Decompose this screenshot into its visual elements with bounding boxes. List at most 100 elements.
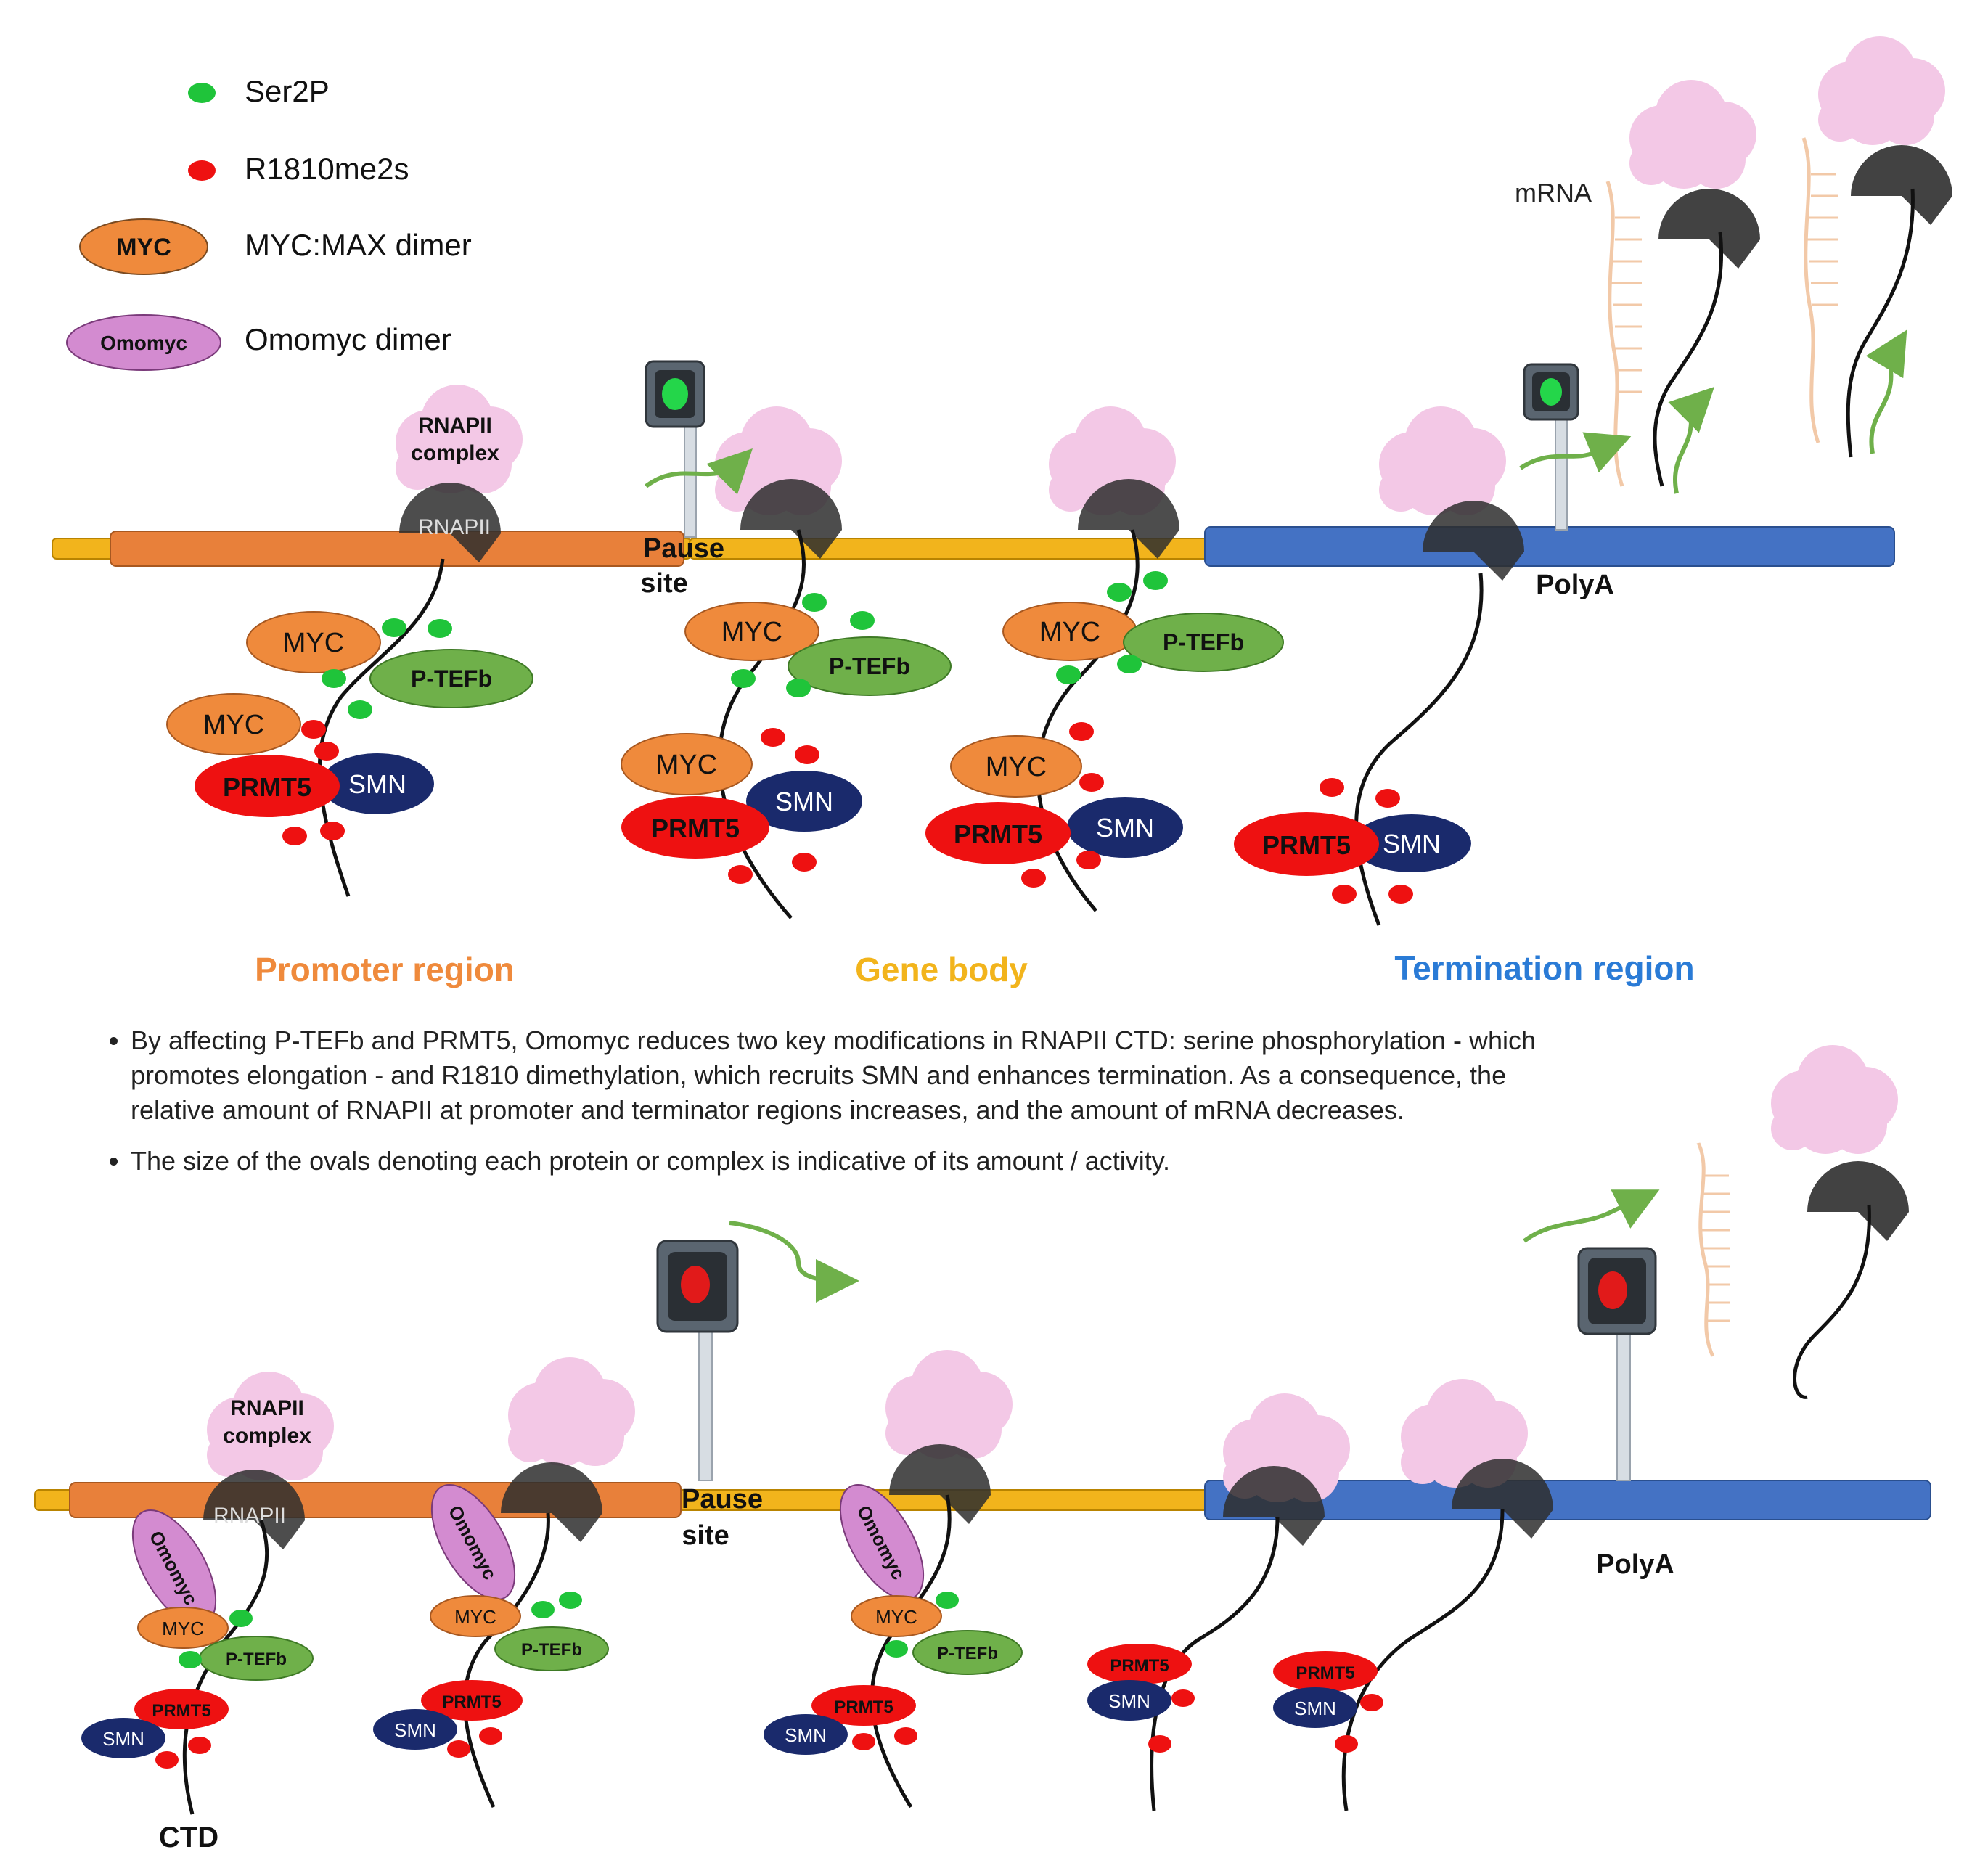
top-factor-group-2: MYC P-TEFb MYC SMN PRMT5 [621, 593, 952, 884]
legend-r1810-label: R1810me2s [245, 152, 409, 186]
myc-label: MYC [1039, 617, 1100, 647]
polymerase-icon [1658, 189, 1760, 269]
ptefb-label: P-TEFb [226, 1650, 287, 1669]
top-polya-label: PolyA [1536, 570, 1614, 600]
prmt5-label: PRMT5 [1262, 830, 1351, 860]
region-promoter-label: Promoter region [255, 951, 515, 988]
traffic-light-green-icon [1523, 363, 1579, 531]
mrna-strand-icon [1804, 138, 1818, 443]
rnapii-complex-cloud-icon [1379, 406, 1506, 515]
polymerase-icon [1851, 145, 1952, 225]
prmt5-label: PRMT5 [834, 1697, 893, 1717]
myc-label: MYC [203, 710, 264, 740]
ptefb-label: P-TEFb [411, 665, 492, 692]
bottom-termination-bar [1204, 1480, 1931, 1520]
mrna-rungs [1611, 173, 1838, 393]
bottom-complex-label-1: RNAPII [230, 1396, 304, 1420]
top-factor-group-1: MYC P-TEFb MYC SMN PRMT5 [166, 611, 533, 845]
legend-myc-desc: MYC:MAX dimer [245, 228, 472, 262]
region-gene-body-label: Gene body [855, 951, 1028, 988]
traffic-light-green-icon [645, 360, 705, 538]
top-promoter-bar [110, 531, 684, 567]
smn-label: SMN [1096, 813, 1154, 843]
rnapii-complex-cloud-icon [1629, 80, 1756, 189]
bottom-rnapii-label: RNAPII [213, 1504, 286, 1528]
smn-label: SMN [394, 1719, 436, 1741]
top-termination-bar [1204, 526, 1895, 567]
smn-label: SMN [1294, 1697, 1336, 1719]
bullet-item: By affecting P-TEFb and PRMT5, Omomyc re… [131, 1023, 1597, 1128]
legend-ser2p-label: Ser2P [245, 74, 330, 108]
rnapii-complex-cloud-icon [508, 1357, 635, 1466]
prmt5-label: PRMT5 [152, 1701, 210, 1721]
smn-label: SMN [102, 1728, 144, 1750]
rnapii-complex-cloud-icon [1818, 36, 1945, 145]
r1810-legend-dot [188, 160, 216, 181]
mrna-rungs [1701, 1174, 1730, 1322]
prmt5-label: PRMT5 [954, 819, 1042, 849]
prmt5-label: PRMT5 [442, 1692, 501, 1712]
top-factor-group-3: MYC P-TEFb MYC SMN PRMT5 [925, 571, 1284, 888]
legend: Ser2P R1810me2s MYC MYC:MAX dimer Omomyc… [66, 74, 472, 371]
rnapii-complex-cloud-icon [396, 385, 523, 493]
smn-label: SMN [1383, 829, 1441, 859]
bottom-factor-group-2: Omomyc MYC P-TEFb PRMT5 SMN [373, 1483, 609, 1758]
myc-label: MYC [721, 617, 782, 647]
bullet-item: The size of the ovals denoting each prot… [131, 1144, 1597, 1179]
bottom-polya-label: PolyA [1596, 1549, 1674, 1580]
smn-label: SMN [775, 787, 833, 816]
prmt5-label: PRMT5 [651, 814, 740, 843]
ctd-label: CTD [159, 1822, 218, 1853]
smn-label: SMN [348, 769, 406, 799]
top-pause-label-1: Pause [643, 533, 724, 564]
myc-label: MYC [454, 1606, 496, 1628]
arrow-icon [729, 1189, 1660, 1303]
myc-label: MYC [986, 752, 1047, 782]
rnapii-complex-cloud-icon [885, 1350, 1013, 1459]
bottom-pause-label-1: Pause [682, 1484, 763, 1515]
bottom-factor-group-4: PRMT5 SMN [1087, 1644, 1195, 1753]
polymerase-icon [1807, 1161, 1909, 1241]
prmt5-label: PRMT5 [1296, 1663, 1354, 1683]
bottom-factor-group-5: PRMT5 SMN [1273, 1651, 1383, 1753]
bottom-complex-label-2: complex [223, 1424, 311, 1448]
myc-label: MYC [656, 750, 717, 780]
myc-label: MYC [283, 628, 344, 658]
top-rnapii-label: RNAPII [418, 515, 491, 539]
explanation-bullets: By affecting P-TEFb and PRMT5, Omomyc re… [102, 1023, 1597, 1195]
ptefb-label: P-TEFb [1163, 629, 1244, 655]
traffic-light-red-icon [656, 1240, 739, 1481]
bottom-factor-group-3: Omomyc MYC P-TEFb PRMT5 SMN [764, 1483, 1023, 1755]
legend-omomyc-desc: Omomyc dimer [245, 322, 451, 356]
mrna-label: mRNA [1515, 178, 1592, 208]
myc-label: MYC [162, 1618, 204, 1639]
ptefb-label: P-TEFb [937, 1644, 998, 1663]
ptefb-label: P-TEFb [829, 653, 910, 679]
bottom-panel: RNAPII complex RNAPII [34, 1045, 1931, 1853]
smn-label: SMN [785, 1724, 827, 1746]
rnapii-complex-cloud-icon [1771, 1045, 1898, 1154]
prmt5-label: PRMT5 [223, 772, 311, 802]
omomyc-legend-oval [66, 314, 221, 371]
arrow-icon [645, 329, 1907, 495]
legend-myc-shape-label: MYC [116, 234, 171, 261]
prmt5-label: PRMT5 [1110, 1656, 1169, 1676]
top-complex-label-2: complex [411, 441, 499, 465]
top-factor-group-4: SMN PRMT5 [1234, 778, 1471, 904]
myc-legend-oval [79, 218, 208, 275]
traffic-light-red-icon [1577, 1247, 1657, 1481]
top-complex-label-1: RNAPII [418, 414, 492, 438]
smn-label: SMN [1108, 1690, 1150, 1712]
top-panel: RNAPII complex RNAPII mRNA [52, 36, 1952, 988]
bottom-factor-group-1: Omomyc MYC P-TEFb PRMT5 SMN [81, 1509, 314, 1769]
region-termination-label: Termination region [1394, 949, 1694, 987]
polymerase-icon [501, 1462, 602, 1542]
top-pause-label-2: site [640, 568, 687, 599]
bottom-pause-label-2: site [682, 1520, 729, 1551]
ser2p-legend-dot [188, 83, 216, 103]
myc-label: MYC [875, 1606, 917, 1628]
mrna-strand-icon [1608, 181, 1622, 486]
ptefb-label: P-TEFb [521, 1640, 582, 1660]
legend-omomyc-shape-label: Omomyc [100, 332, 187, 354]
